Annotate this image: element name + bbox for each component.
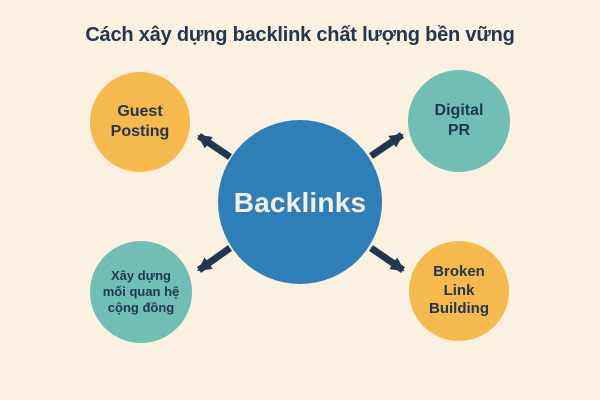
node-label: Xây dựng mối quan hệ cộng đồng (102, 267, 180, 316)
arrow-top-right-icon (369, 132, 404, 159)
arrow-bottom-right-icon (369, 245, 405, 273)
arrow-top-left-icon (197, 133, 232, 160)
node-broken-link-building: Broken Link Building (409, 241, 509, 341)
node-guest-posting: Guest Posting (90, 72, 190, 172)
node-label: Digital PR (434, 102, 484, 139)
node-digital-pr: Digital PR (408, 70, 510, 172)
node-community-building: Xây dựng mối quan hệ cộng đồng (90, 241, 192, 343)
node-label: Broken Link Building (429, 262, 489, 318)
center-node-backlinks: Backlinks (218, 120, 382, 284)
page-title: Cách xây dựng backlink chất lượng bền vữ… (85, 24, 515, 46)
arrow-bottom-left-icon (196, 245, 233, 273)
center-node-label: Backlinks (233, 186, 367, 218)
node-label: Guest Posting (110, 103, 170, 140)
